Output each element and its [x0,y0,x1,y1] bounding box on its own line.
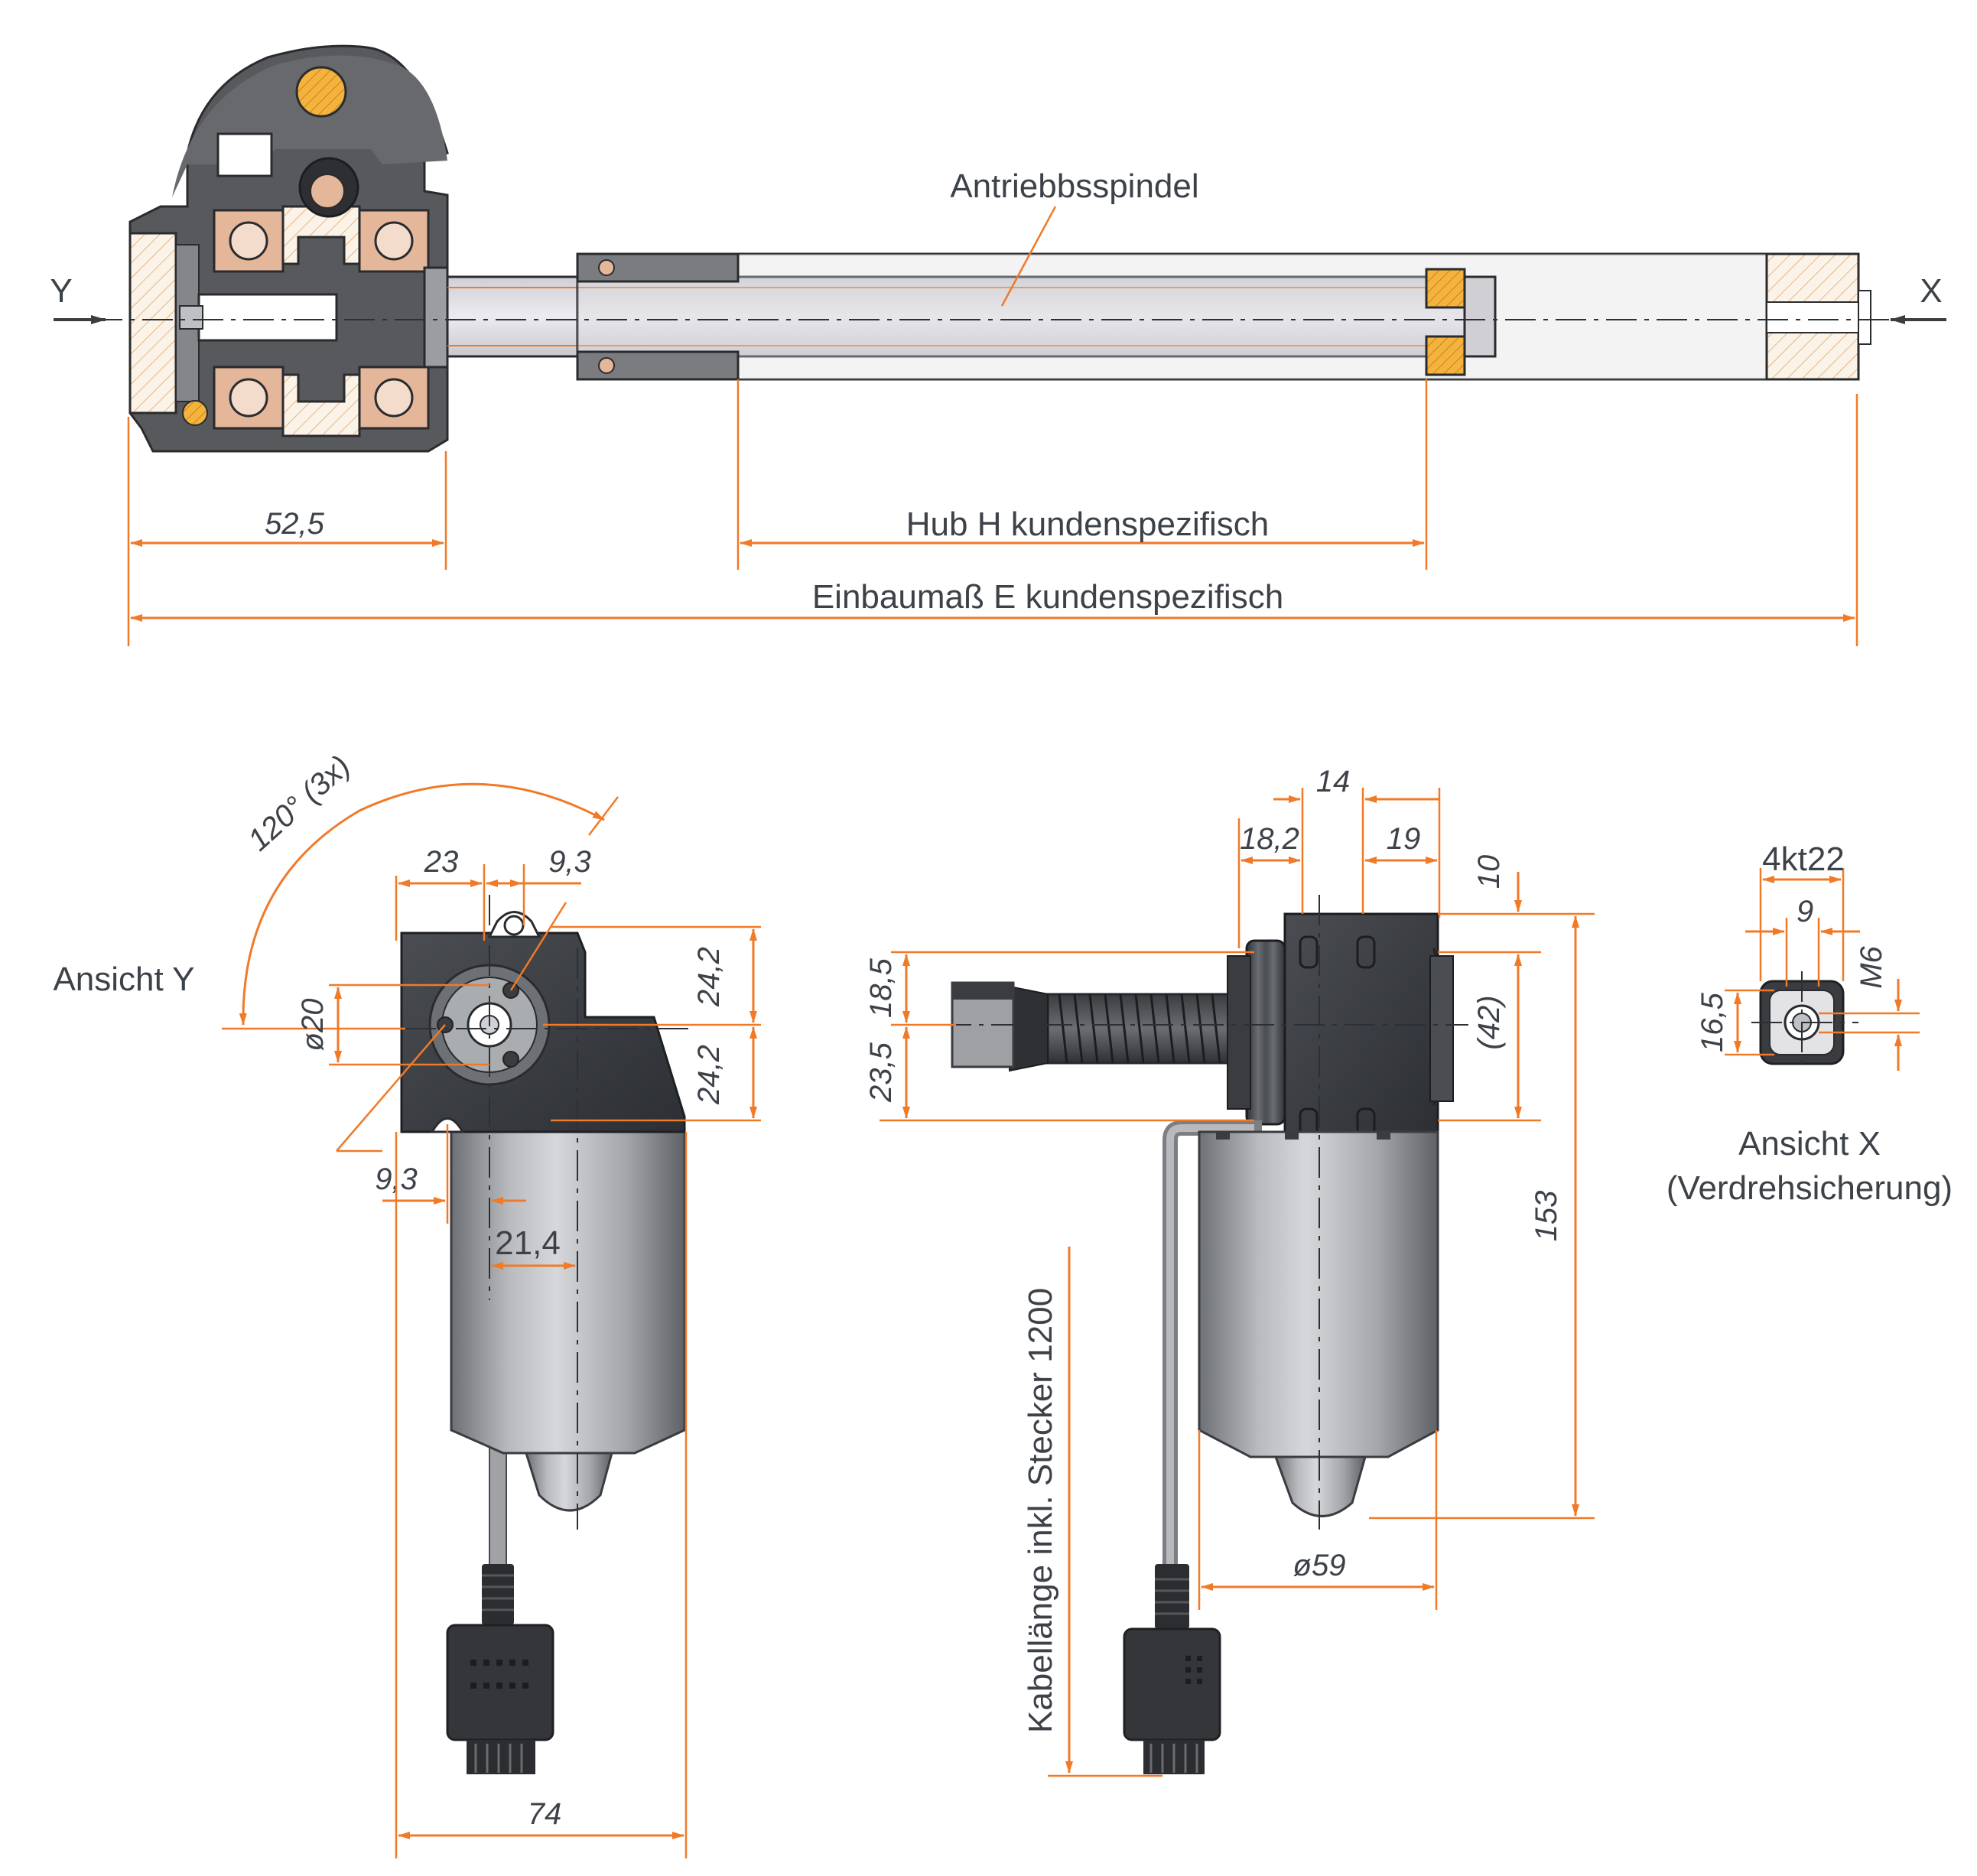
dim-o59: ø59 [1293,1549,1346,1582]
side-view: 14 18,2 19 10 (42) 153 18,5 23,5 ø59 [864,765,1595,1777]
cable-sleeve-side [1155,1564,1189,1629]
view-x: 4kt22 9 M6 16,5 Ansicht X (Verdrehsicher… [1666,840,1953,1207]
end-flange [128,232,177,415]
top-brass-pin [295,66,347,118]
dim-23-5: 23,5 [864,1042,898,1103]
dim-18-2: 18,2 [1240,822,1299,856]
bearing-lower-left [213,366,285,430]
cable-sleeve [482,1564,514,1625]
dim-153: 153 [1530,1191,1563,1242]
dim-18-5: 18,5 [864,958,898,1018]
axis-y-label: Y [50,272,72,310]
dim-19: 19 [1387,822,1421,856]
motor-can [450,1130,686,1455]
angle-arc [239,782,605,1026]
dim-16-5: 16,5 [1696,992,1729,1052]
spindle-nut-upper [1425,268,1466,309]
view-y: Ansicht Y [53,749,761,1858]
gear-hub [281,205,361,437]
motor-tip-side [1273,1455,1367,1517]
dim-9-3-top: 9,3 [548,845,591,879]
bearing-lower-right [358,366,430,430]
dim-4kt22: 4kt22 [1762,840,1845,878]
bearing-upper-right [358,209,430,273]
dim-21-4: 21,4 [495,1224,561,1262]
cable-length-label: Kabellänge inkl. Stecker 1200 [1022,1288,1059,1733]
spindle-rod [446,275,1497,358]
dim-74: 74 [528,1797,562,1831]
view-x-label: Ansicht X [1738,1125,1881,1162]
gear-disc [1245,939,1286,1126]
spindle-nut-lower [1425,335,1466,376]
dim-9: 9 [1797,895,1813,928]
dim-23: 23 [424,845,459,879]
dim-o20: ø20 [296,999,330,1052]
dim-m6: M6 [1855,945,1888,988]
section-view: Y X Antriebbsspindel 52,5 Hub H kundensp… [50,44,1946,646]
input-shaft [197,293,338,342]
axis-x-label: X [1920,272,1942,310]
motor-tip [524,1452,613,1512]
gearbox-window [216,132,273,177]
connector-side [1123,1627,1221,1741]
dim-14: 14 [1316,765,1351,798]
bearing-upper-left [213,209,285,273]
view-y-label: Ansicht Y [53,961,194,998]
dim-stroke: Hub H kundenspezifisch [906,506,1269,543]
dim-24-2-bottom: 24,2 [692,1045,726,1105]
dim-120-deg: 120° (3x) [242,749,356,858]
view-x-note: (Verdrehsicherung) [1666,1169,1953,1207]
dim-52-5: 52,5 [265,507,325,541]
dim-42: (42) [1472,995,1506,1049]
spindle-label: Antriebbsspindel [950,167,1198,205]
dim-24-2-top: 24,2 [692,947,726,1007]
dim-install: Einbaumaß E kundenspezifisch [812,578,1283,616]
dim-10: 10 [1472,855,1506,889]
